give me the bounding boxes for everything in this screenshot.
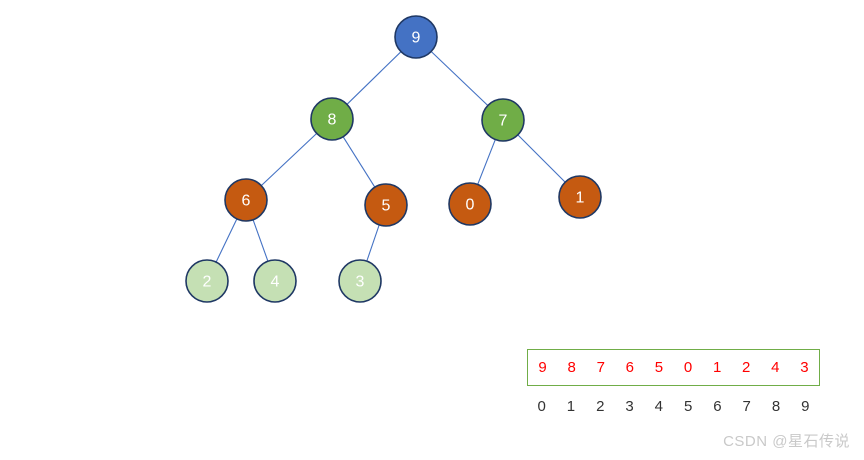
tree-node-3[interactable]: 3 (338, 259, 382, 303)
array-cell-6: 1 (712, 359, 722, 376)
array-index-row: 0 1 2 3 4 5 6 7 8 9 (527, 396, 820, 416)
tree-edge-7-1 (517, 134, 566, 183)
tree-node-4[interactable]: 4 (253, 259, 297, 303)
array-cell-3: 6 (625, 359, 634, 376)
array-index-5: 5 (683, 397, 693, 415)
array-cell-5: 0 (683, 359, 693, 376)
array-index-7: 7 (742, 397, 751, 415)
tree-node-circle-7 (481, 98, 525, 142)
array-index-9: 9 (801, 397, 810, 415)
array-values-box: 9 8 7 6 5 0 1 2 4 3 (527, 349, 820, 386)
tree-node-label-1: 1 (576, 190, 585, 207)
array-index-3: 3 (625, 397, 634, 415)
tree-edge-9-8 (346, 51, 402, 105)
tree-edge-6-2 (215, 218, 238, 263)
array-index-4: 4 (654, 397, 663, 415)
array-cell-2: 7 (596, 359, 605, 376)
tree-node-0[interactable]: 0 (448, 182, 492, 226)
tree-node-2[interactable]: 2 (185, 259, 229, 303)
tree-node-circle-2 (185, 259, 229, 303)
tree-edge-6-4 (252, 219, 269, 262)
array-cell-4: 5 (654, 359, 664, 376)
array-cell-7: 2 (742, 359, 751, 376)
tree-node-label-4: 4 (271, 274, 280, 291)
tree-node-label-8: 8 (328, 112, 337, 129)
tree-edge-5-3 (366, 224, 380, 262)
tree-node-label-6: 6 (242, 193, 251, 210)
tree-node-8[interactable]: 8 (310, 97, 354, 141)
tree-node-7[interactable]: 7 (481, 98, 525, 142)
array-cell-9: 3 (800, 359, 809, 376)
tree-node-circle-4 (253, 259, 297, 303)
array-cell-0: 9 (538, 359, 547, 376)
tree-node-label-7: 7 (499, 113, 508, 130)
tree-node-1[interactable]: 1 (558, 175, 602, 219)
tree-node-9[interactable]: 9 (394, 15, 438, 59)
array-index-8: 8 (771, 397, 781, 415)
tree-node-circle-5 (364, 183, 408, 227)
tree-node-label-9: 9 (412, 30, 421, 47)
tree-edge-8-6 (260, 132, 318, 187)
tree-node-circle-9 (394, 15, 438, 59)
tree-node-6[interactable]: 6 (224, 178, 268, 222)
tree-edge-9-7 (430, 51, 489, 106)
array-cell-8: 4 (771, 359, 780, 376)
tree-edge-8-5 (342, 136, 376, 188)
tree-node-5[interactable]: 5 (364, 183, 408, 227)
tree-edge-7-0 (477, 139, 496, 185)
array-index-1: 1 (566, 397, 576, 415)
csdn-watermark: CSDN @星石传说 (723, 433, 850, 450)
tree-node-label-3: 3 (356, 274, 365, 291)
array-index-2: 2 (596, 397, 605, 415)
tree-node-circle-3 (338, 259, 382, 303)
tree-node-label-5: 5 (382, 198, 391, 215)
tree-node-circle-0 (448, 182, 492, 226)
array-index-0: 0 (537, 397, 546, 415)
array-cell-1: 8 (567, 359, 576, 376)
tree-node-circle-6 (224, 178, 268, 222)
tree-node-circle-1 (558, 175, 602, 219)
tree-nodes-group: 9 8 7 6 5 0 1 2 4 3 (185, 15, 602, 303)
tree-node-label-0: 0 (466, 197, 475, 214)
tree-edges-group (215, 51, 566, 263)
array-index-6: 6 (713, 397, 722, 415)
tree-node-circle-8 (310, 97, 354, 141)
tree-node-label-2: 2 (203, 274, 212, 291)
